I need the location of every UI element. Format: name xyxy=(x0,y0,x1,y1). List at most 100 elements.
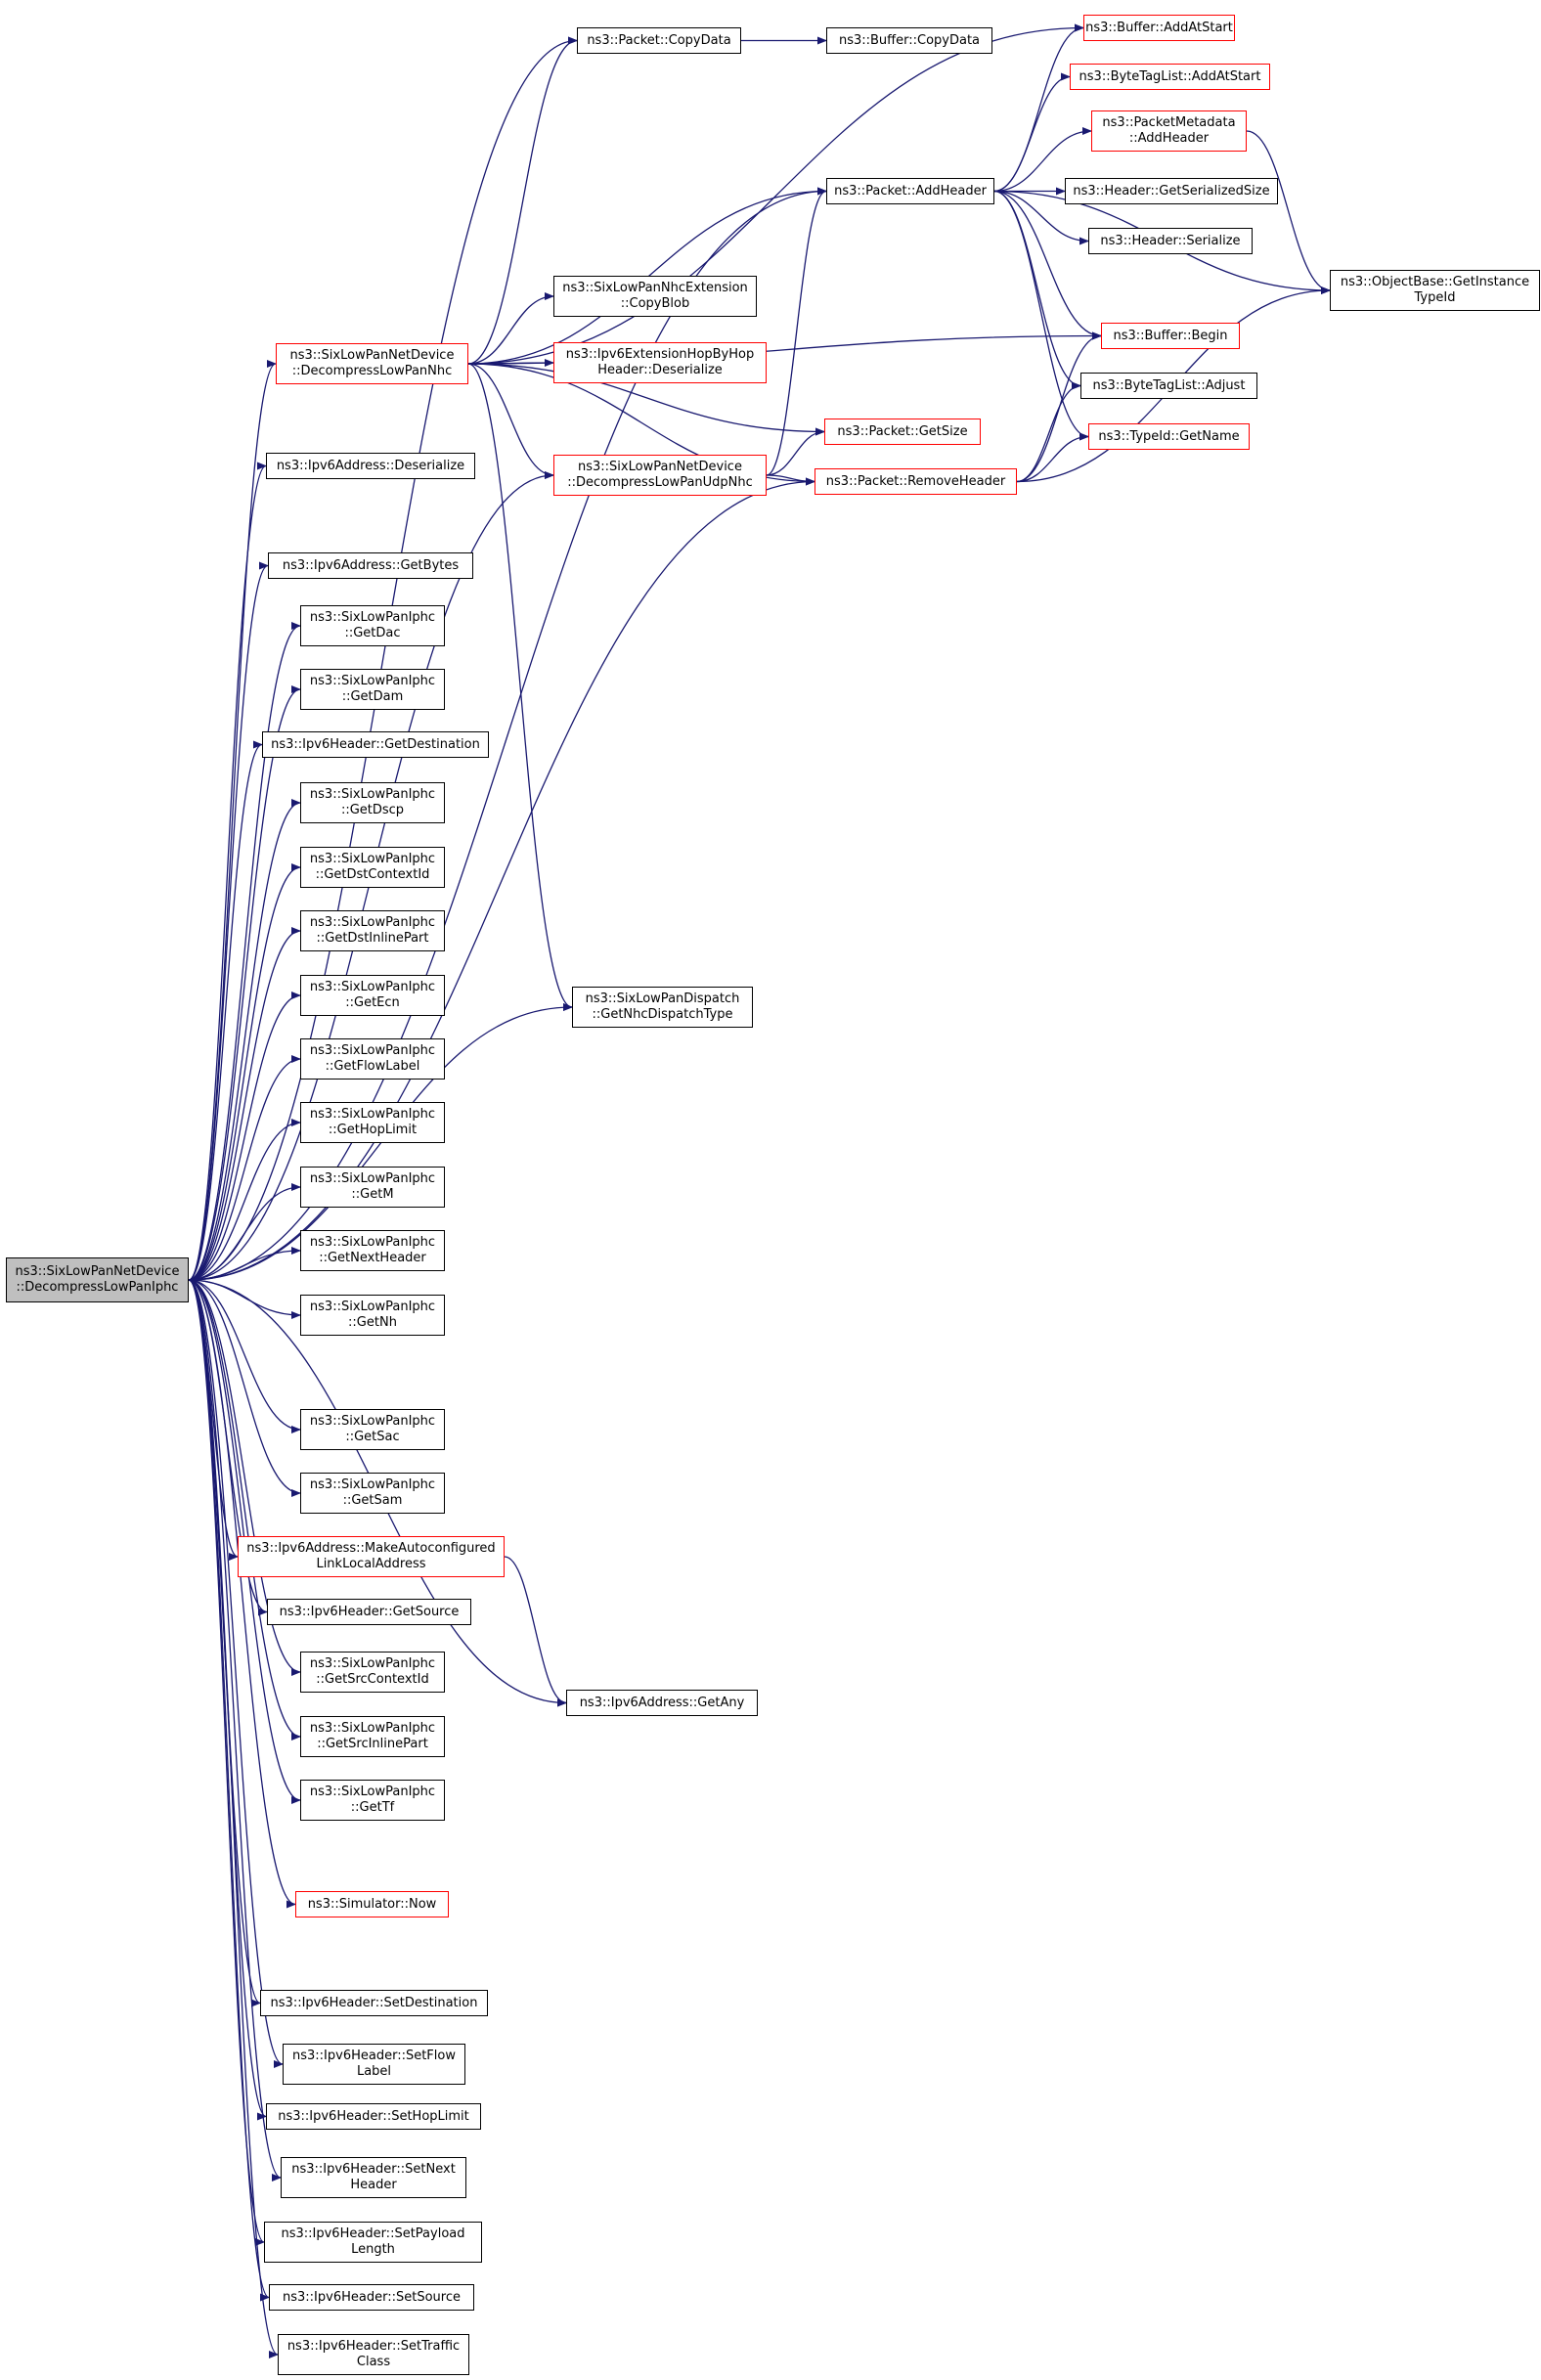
edge-removeheader-to-btladjust xyxy=(1016,381,1081,483)
node-getflowlabel[interactable]: ns3::SixLowPanIphc::GetFlowLabel xyxy=(300,1038,445,1080)
node-label-line: ns3::SixLowPanIphc xyxy=(309,1656,436,1671)
node-getnhcdispatchtype[interactable]: ns3::SixLowPanDispatch::GetNhcDispatchTy… xyxy=(572,987,753,1028)
node-getdestination[interactable]: ns3::Ipv6Header::GetDestination xyxy=(262,731,489,758)
node-label-line: ns3::SixLowPanNetDevice xyxy=(15,1264,180,1279)
node-btladdatstart[interactable]: ns3::ByteTagList::AddAtStart xyxy=(1070,64,1270,90)
node-getany[interactable]: ns3::Ipv6Address::GetAny xyxy=(566,1690,758,1716)
node-getsize[interactable]: ns3::Packet::GetSize xyxy=(824,419,981,445)
edge-root-to-setsource xyxy=(188,1279,270,2302)
node-label-line: ns3::Buffer::AddAtStart xyxy=(1085,20,1233,35)
node-addatstart[interactable]: ns3::Buffer::AddAtStart xyxy=(1083,15,1235,41)
node-setsource[interactable]: ns3::Ipv6Header::SetSource xyxy=(269,2284,474,2311)
node-typeidgetname[interactable]: ns3::TypeId::GetName xyxy=(1088,423,1250,450)
node-pmaddheader[interactable]: ns3::PacketMetadata::AddHeader xyxy=(1091,110,1247,152)
node-removeheader[interactable]: ns3::Packet::RemoveHeader xyxy=(815,468,1017,495)
edge-root-to-getsam xyxy=(188,1279,301,1497)
node-label-line: ::DecompressLowPanNhc xyxy=(291,364,453,378)
edge-root-to-getdscp xyxy=(188,799,301,1281)
edge-root-to-getdam xyxy=(188,685,301,1281)
node-simnow[interactable]: ns3::Simulator::Now xyxy=(295,1891,449,1917)
node-serialize[interactable]: ns3::Header::Serialize xyxy=(1088,228,1253,254)
node-getm[interactable]: ns3::SixLowPanIphc::GetM xyxy=(300,1167,445,1208)
node-label-line: ::GetNextHeader xyxy=(319,1251,426,1265)
node-label-line: ns3::SixLowPanIphc xyxy=(309,1721,436,1736)
node-label-line: ns3::SixLowPanDispatch xyxy=(585,992,740,1006)
edge-root-to-setpayloadlength xyxy=(188,1279,265,2246)
edge-root-to-getdestination xyxy=(188,740,263,1281)
node-getdstinlinepart[interactable]: ns3::SixLowPanIphc::GetDstInlinePart xyxy=(300,910,445,951)
node-label-line: ns3::Packet::AddHeader xyxy=(834,183,987,198)
node-label-line: ::AddHeader xyxy=(1128,131,1210,146)
node-label-line: ns3::Header::Serialize xyxy=(1100,233,1241,248)
node-label-line: ns3::Ipv6Header::SetPayload xyxy=(281,2226,465,2241)
node-getsac[interactable]: ns3::SixLowPanIphc::GetSac xyxy=(300,1409,445,1450)
edge-root-to-getdstcontextid xyxy=(188,863,301,1281)
node-label-line: ::GetSac xyxy=(345,1430,400,1444)
node-getsource[interactable]: ns3::Ipv6Header::GetSource xyxy=(267,1599,471,1625)
edge-decompnhc-to-decompudpnhc xyxy=(467,363,554,479)
node-label-line: ::GetSam xyxy=(342,1493,403,1508)
node-getnextheader[interactable]: ns3::SixLowPanIphc::GetNextHeader xyxy=(300,1230,445,1271)
node-getserializedsize[interactable]: ns3::Header::GetSerializedSize xyxy=(1065,178,1278,204)
node-label-line: ::DecompressLowPanUdpNhc xyxy=(567,475,753,490)
node-root[interactable]: ns3::SixLowPanNetDevice::DecompressLowPa… xyxy=(6,1257,189,1302)
node-gettf[interactable]: ns3::SixLowPanIphc::GetTf xyxy=(300,1780,445,1821)
node-label-line: Header::Deserialize xyxy=(597,363,723,377)
node-label-line: ns3::Ipv6Header::SetSource xyxy=(283,2289,461,2305)
node-getdscp[interactable]: ns3::SixLowPanIphc::GetDscp xyxy=(300,782,445,823)
node-copydata[interactable]: ns3::Packet::CopyData xyxy=(577,27,741,54)
node-decompnhc[interactable]: ns3::SixLowPanNetDevice::DecompressLowPa… xyxy=(276,343,468,384)
edge-root-to-getsrcinlinepart xyxy=(188,1279,301,1741)
edge-root-to-copydata xyxy=(188,36,578,1281)
edge-root-to-getbytes xyxy=(188,561,269,1281)
node-getsam[interactable]: ns3::SixLowPanIphc::GetSam xyxy=(300,1473,445,1514)
node-label-line: ns3::SixLowPanIphc xyxy=(309,1785,436,1799)
node-addheader[interactable]: ns3::Packet::AddHeader xyxy=(826,178,994,204)
node-bufbegin[interactable]: ns3::Buffer::Begin xyxy=(1101,323,1240,349)
node-label-line: ns3::Ipv6Header::SetDestination xyxy=(270,1995,478,2010)
node-label-line: ::GetTf xyxy=(350,1800,395,1815)
node-label-line: ns3::Ipv6Address::Deserialize xyxy=(276,458,465,473)
node-nhccopyblob[interactable]: ns3::SixLowPanNhcExtension::CopyBlob xyxy=(553,276,757,317)
node-label-line: ns3::SixLowPanIphc xyxy=(309,1414,436,1429)
edge-decompnhc-to-copydata xyxy=(467,36,578,365)
node-getdam[interactable]: ns3::SixLowPanIphc::GetDam xyxy=(300,669,445,710)
node-label-line: ::GetDscp xyxy=(340,803,405,817)
node-getdac[interactable]: ns3::SixLowPanIphc::GetDac xyxy=(300,605,445,646)
edge-root-to-getsrccontextid xyxy=(188,1279,301,1676)
edge-decompnhc-to-nhccopyblob xyxy=(467,292,554,365)
edge-root-to-getm xyxy=(188,1183,301,1281)
node-bufcopydata[interactable]: ns3::Buffer::CopyData xyxy=(826,27,992,54)
edge-addheader-to-serialize xyxy=(993,190,1089,245)
node-label-line: ::CopyBlob xyxy=(620,296,690,311)
node-label-line: ::GetM xyxy=(351,1187,394,1202)
node-sethoplimit[interactable]: ns3::Ipv6Header::SetHopLimit xyxy=(266,2103,481,2130)
node-getsrccontextid[interactable]: ns3::SixLowPanIphc::GetSrcContextId xyxy=(300,1652,445,1693)
node-decompudpnhc[interactable]: ns3::SixLowPanNetDevice::DecompressLowPa… xyxy=(553,455,767,496)
node-gethoplimit[interactable]: ns3::SixLowPanIphc::GetHopLimit xyxy=(300,1102,445,1143)
node-getecn[interactable]: ns3::SixLowPanIphc::GetEcn xyxy=(300,975,445,1016)
node-getnh[interactable]: ns3::SixLowPanIphc::GetNh xyxy=(300,1295,445,1336)
edge-root-to-setnextheader xyxy=(188,1279,282,2182)
edge-decompnhc-to-getsize xyxy=(467,363,825,436)
node-getbytes[interactable]: ns3::Ipv6Address::GetBytes xyxy=(268,552,473,579)
node-setdestination[interactable]: ns3::Ipv6Header::SetDestination xyxy=(260,1990,488,2016)
node-getsrcinlinepart[interactable]: ns3::SixLowPanIphc::GetSrcInlinePart xyxy=(300,1716,445,1757)
node-label-line: ns3::Ipv6Header::SetHopLimit xyxy=(278,2108,469,2124)
edge-root-to-settrafficclass xyxy=(188,1279,279,2358)
edge-root-to-gethoplimit xyxy=(188,1119,301,1281)
edge-decompudpnhc-to-getsize xyxy=(766,427,825,476)
node-label-line: ns3::Packet::GetSize xyxy=(837,423,968,439)
node-getdstcontextid[interactable]: ns3::SixLowPanIphc::GetDstContextId xyxy=(300,847,445,888)
node-addrdeserialize[interactable]: ns3::Ipv6Address::Deserialize xyxy=(266,453,475,479)
node-btladjust[interactable]: ns3::ByteTagList::Adjust xyxy=(1080,373,1257,399)
node-label-line: ns3::Simulator::Now xyxy=(307,1896,437,1912)
